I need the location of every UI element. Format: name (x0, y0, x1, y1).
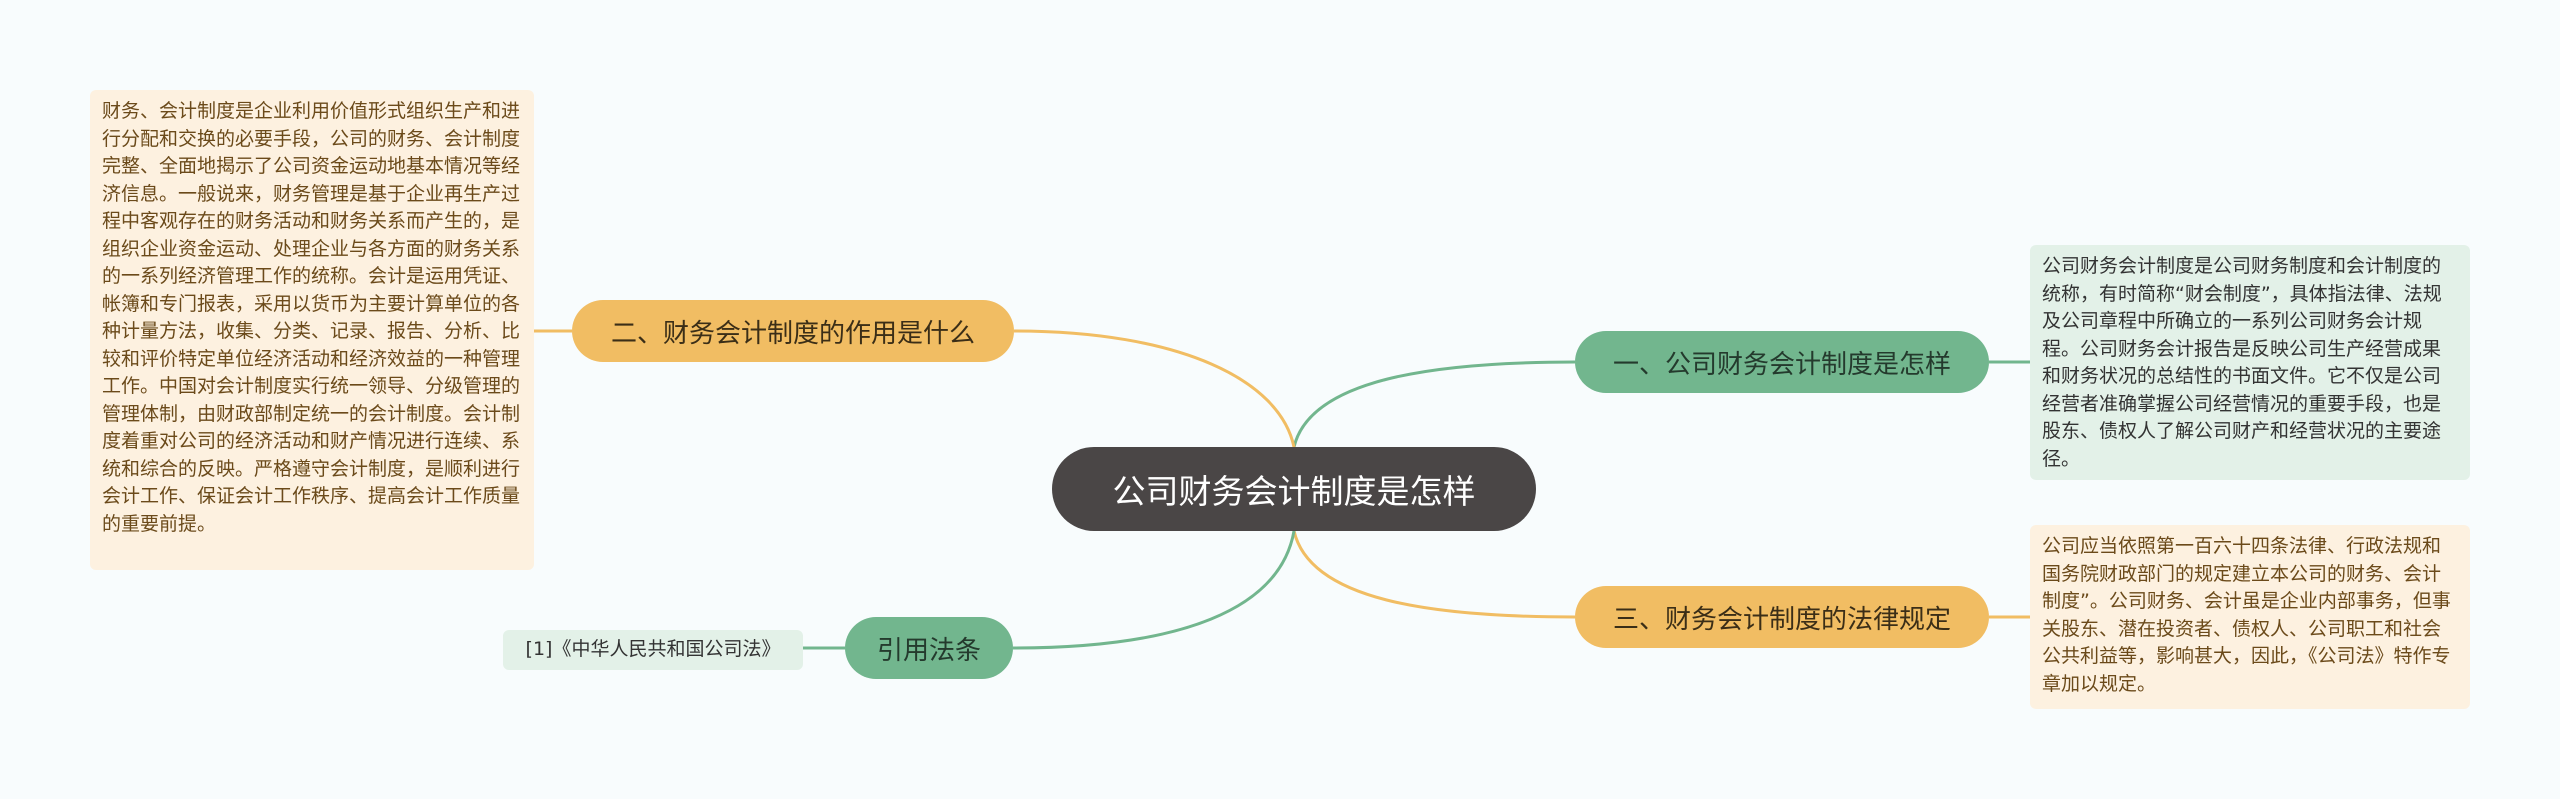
branch-3-note: 公司应当依照第一百六十四条法律、行政法规和国务院财政部门的规定建立本公司的财务、… (2030, 525, 2470, 709)
branch-4-note: [1]《中华人民共和国公司法》 (503, 630, 803, 670)
connector-root-branch4 (1012, 530, 1296, 650)
branch-3-topic[interactable]: 三、财务会计制度的法律规定 (1575, 586, 1989, 648)
branch-4-topic[interactable]: 引用法条 (845, 617, 1013, 679)
branch-1-topic[interactable]: 一、公司财务会计制度是怎样 (1575, 331, 1989, 393)
branch-2-note: 财务、会计制度是企业利用价值形式组织生产和进行分配和交换的必要手段，公司的财务、… (90, 90, 534, 570)
root-topic[interactable]: 公司财务会计制度是怎样 (1052, 447, 1536, 531)
branch-1-note: 公司财务会计制度是公司财务制度和会计制度的统称，有时简称“财会制度”，具体指法律… (2030, 245, 2470, 480)
connector-root-branch3 (1292, 530, 1576, 619)
branch-2-topic[interactable]: 二、财务会计制度的作用是什么 (572, 300, 1014, 362)
connector-root-branch1 (1292, 360, 1576, 448)
connector-root-branch2 (1013, 329, 1296, 448)
